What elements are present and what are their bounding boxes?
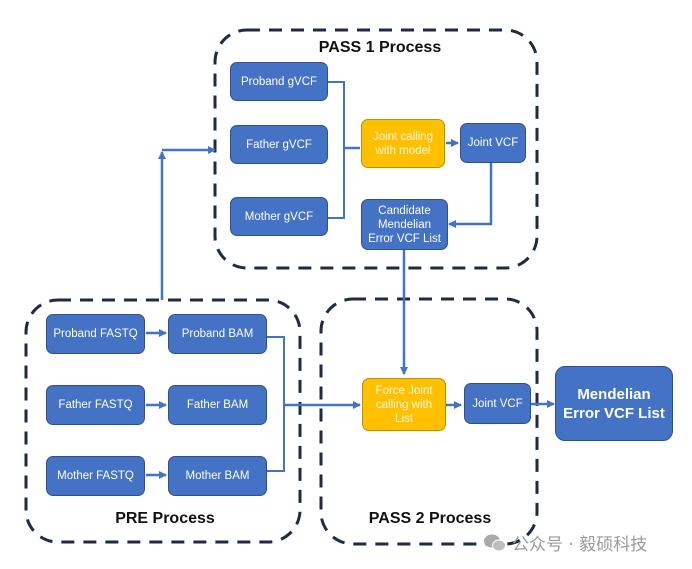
node-proband-bam: Proband BAM — [168, 314, 267, 354]
pass2-group-border — [319, 297, 539, 546]
edge-proband-gvcf-to-joint-calling — [327, 81, 345, 219]
node-joint-vcf-pass1: Joint VCF — [460, 123, 526, 163]
node-mendelian-error-vcf-list: Mendelian Error VCF List — [555, 366, 673, 441]
node-proband-fastq: Proband FASTQ — [46, 314, 145, 354]
node-mother-gvcf: Mother gVCF — [230, 197, 328, 236]
node-joint-vcf-pass2: Joint VCF — [464, 383, 531, 424]
watermark-text: 公众号 · 毅硕科技 — [512, 535, 648, 555]
node-father-fastq: Father FASTQ — [46, 385, 145, 425]
edge-bam-bracket — [267, 336, 285, 472]
pre-group-title: PRE Process — [115, 510, 215, 527]
watermark: 公众号 · 毅硕科技 — [484, 530, 647, 555]
pass2-group-title: PASS 2 Process — [368, 510, 492, 527]
node-candidate-mendelian-error-vcf-list: Candidate Mendelian Error VCF List — [361, 199, 448, 250]
node-father-gvcf: Father gVCF — [230, 125, 328, 164]
pre-group-border — [24, 298, 302, 544]
edge-joint-vcf-to-candidate — [448, 163, 493, 228]
node-force-joint-calling-with-list: Force Joint calling with List — [362, 378, 446, 431]
node-mother-bam: Mother BAM — [168, 456, 267, 496]
node-joint-calling-with-model: Joint calling with model — [361, 119, 445, 168]
node-proband-gvcf: Proband gVCF — [230, 62, 328, 101]
wechat-icon — [484, 534, 506, 552]
node-mother-fastq: Mother FASTQ — [46, 456, 145, 496]
pass1-group-title: PASS 1 Process — [318, 39, 442, 56]
node-father-bam: Father BAM — [168, 385, 267, 425]
